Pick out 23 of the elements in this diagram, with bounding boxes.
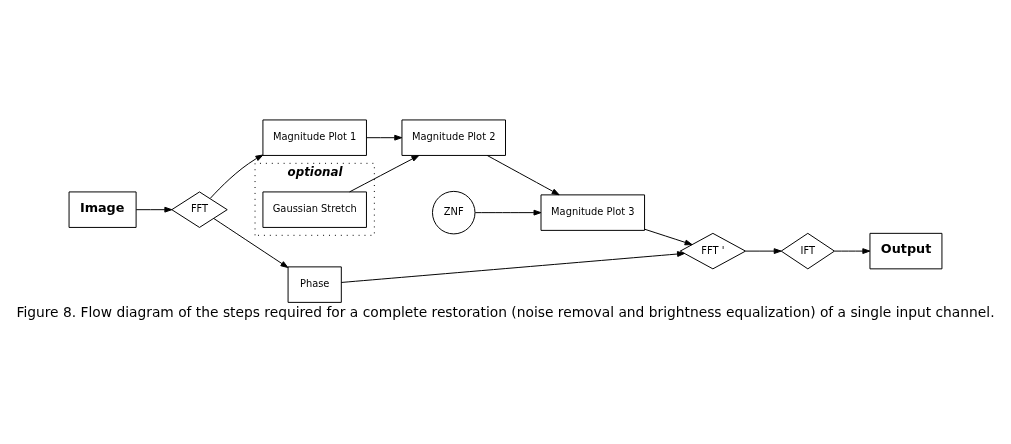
- node-box: Phase: [287, 265, 342, 303]
- node-box: Magnitude Plot 1: [262, 118, 367, 156]
- arrow: [349, 154, 420, 192]
- node-box: Magnitude Plot 2: [401, 118, 506, 156]
- arrow: [340, 250, 685, 283]
- arrow: [135, 206, 173, 213]
- node-circle: ZNF: [432, 190, 476, 234]
- arrow: [213, 217, 289, 268]
- arrow: [366, 134, 403, 141]
- caption: Figure 8. Flow diagram of the steps required for a complete restoration (noise removal and brightness equalization) of a single input channel.: [16, 303, 995, 320]
- arrow: [486, 154, 560, 195]
- arrow: [474, 209, 542, 216]
- arrow: [209, 154, 264, 199]
- node-diamond: FFT: [171, 190, 228, 228]
- node-box: Gaussian Stretch: [262, 190, 367, 228]
- arrow: [834, 247, 871, 254]
- node-box: Image: [68, 190, 137, 228]
- node-box: Magnitude Plot 3: [540, 193, 646, 231]
- node-box: Output: [869, 232, 943, 269]
- arrow: [745, 247, 782, 254]
- node-diamond: IFT: [780, 232, 835, 269]
- arrow: [644, 228, 693, 245]
- node-diamond: FFT ': [679, 232, 747, 269]
